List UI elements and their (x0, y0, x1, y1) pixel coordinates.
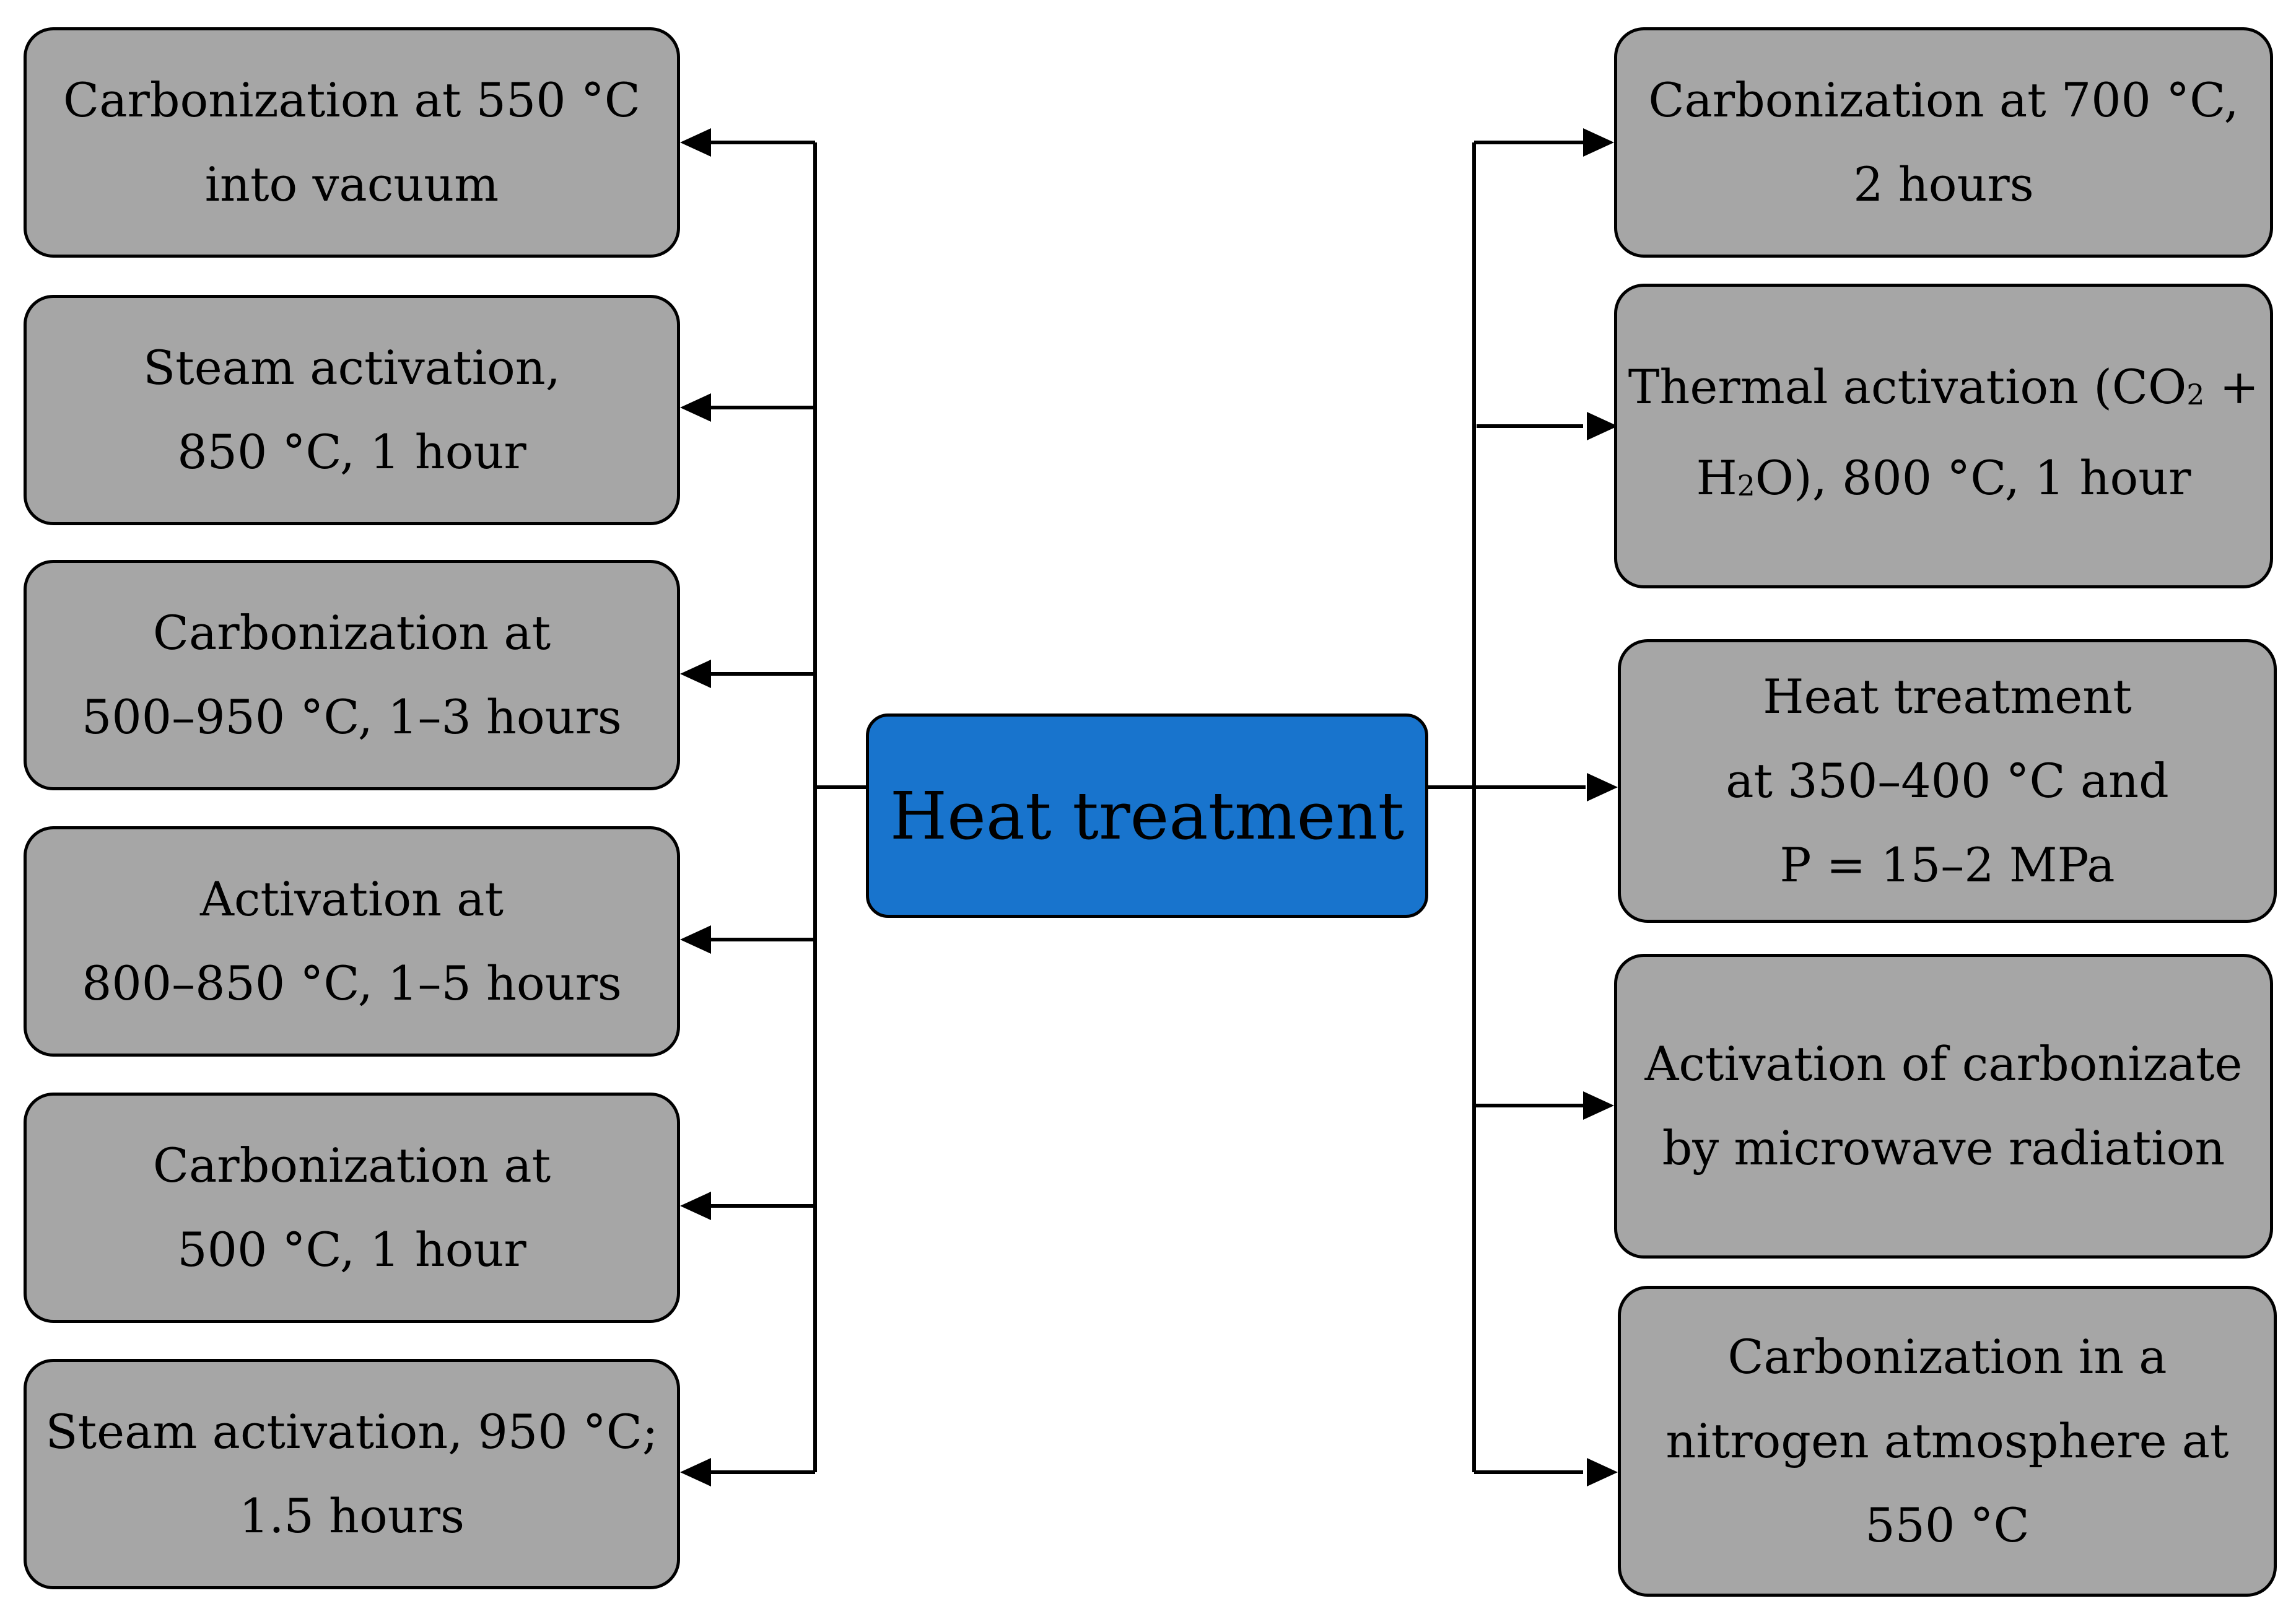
right-box-2: Thermal activation (CO2 + H2O), 800 °C, … (1614, 284, 2273, 588)
right-box-2-line-2-sub: 2 (1737, 469, 1755, 503)
left-box-2-line-1: Steam activation, (143, 340, 561, 395)
left-box-1: Carbonization at 550 °C into vacuum (24, 27, 680, 258)
left-box-2-line-2: 850 °C, 1 hour (177, 424, 526, 479)
right-box-3-line-3: P = 15–2 MPa (1779, 837, 2115, 892)
center-label: Heat treatment (889, 777, 1405, 854)
left-arrowhead-3 (680, 660, 711, 688)
right-box-4: Activation of carbonizate by microwave r… (1614, 954, 2273, 1259)
right-box-2-line-2-pre: H (1696, 450, 1737, 505)
right-box-1: Carbonization at 700 °C, 2 hours (1614, 27, 2273, 258)
right-box-1-line-1: Carbonization at 700 °C, (1648, 72, 2239, 128)
left-box-3-line-2: 500–950 °C, 1–3 hours (82, 689, 622, 744)
right-arrowhead-2 (1587, 412, 1618, 440)
left-arrowhead-6 (680, 1458, 711, 1486)
left-box-1-line-2: into vacuum (204, 157, 499, 212)
left-box-5: Carbonization at 500 °C, 1 hour (24, 1093, 680, 1323)
right-box-5-line-1: Carbonization in a (1727, 1329, 2167, 1384)
left-box-2: Steam activation, 850 °C, 1 hour (24, 295, 680, 525)
left-box-6: Steam activation, 950 °C; 1.5 hours (24, 1359, 680, 1589)
right-box-1-line-2: 2 hours (1853, 157, 2034, 212)
right-box-3-line-2: at 350–400 °C and (1726, 753, 2169, 808)
right-box-2-line-1: Thermal activation (CO2 + (1628, 345, 2259, 436)
heat-treatment-center-node: Heat treatment (866, 713, 1428, 918)
right-box-2-line-1-post: + (2204, 359, 2259, 414)
left-arrowhead-1 (680, 128, 711, 157)
left-box-6-line-2: 1.5 hours (238, 1488, 465, 1543)
right-arrowhead-1 (1583, 128, 1614, 157)
right-box-4-line-2: by microwave radiation (1662, 1120, 2225, 1176)
left-box-1-line-1: Carbonization at 550 °C (63, 72, 640, 128)
left-box-3-line-1: Carbonization at (152, 605, 551, 660)
right-box-4-line-1: Activation of carbonizate (1644, 1036, 2243, 1091)
right-box-3: Heat treatment at 350–400 °C and P = 15–… (1618, 639, 2277, 923)
left-box-4: Activation at 800–850 °C, 1–5 hours (24, 826, 680, 1057)
left-box-6-line-1: Steam activation, 950 °C; (45, 1404, 658, 1459)
right-box-3-line-1: Heat treatment (1763, 669, 2132, 724)
right-box-5-line-3: 550 °C (1865, 1498, 2030, 1553)
left-box-5-line-2: 500 °C, 1 hour (177, 1222, 526, 1277)
right-box-5-line-2: nitrogen atmosphere at (1665, 1413, 2229, 1468)
right-box-5: Carbonization in a nitrogen atmosphere a… (1618, 1286, 2277, 1597)
left-box-4-line-2: 800–850 °C, 1–5 hours (82, 956, 622, 1011)
left-box-3: Carbonization at 500–950 °C, 1–3 hours (24, 560, 680, 790)
right-arrowhead-5 (1587, 1458, 1618, 1486)
left-arrowhead-4 (680, 925, 711, 954)
left-arrowhead-2 (680, 393, 711, 422)
right-box-2-line-1-pre: Thermal activation (CO (1628, 359, 2187, 414)
left-arrowhead-5 (680, 1192, 711, 1220)
left-box-4-line-1: Activation at (199, 871, 504, 927)
left-box-5-line-1: Carbonization at (152, 1138, 551, 1193)
right-box-2-line-1-sub: 2 (2186, 378, 2205, 412)
right-arrowhead-3 (1587, 773, 1618, 801)
right-box-2-line-2-post: O), 800 °C, 1 hour (1755, 450, 2191, 505)
right-arrowhead-4 (1583, 1091, 1614, 1120)
right-box-2-line-2: H2O), 800 °C, 1 hour (1696, 436, 2191, 527)
